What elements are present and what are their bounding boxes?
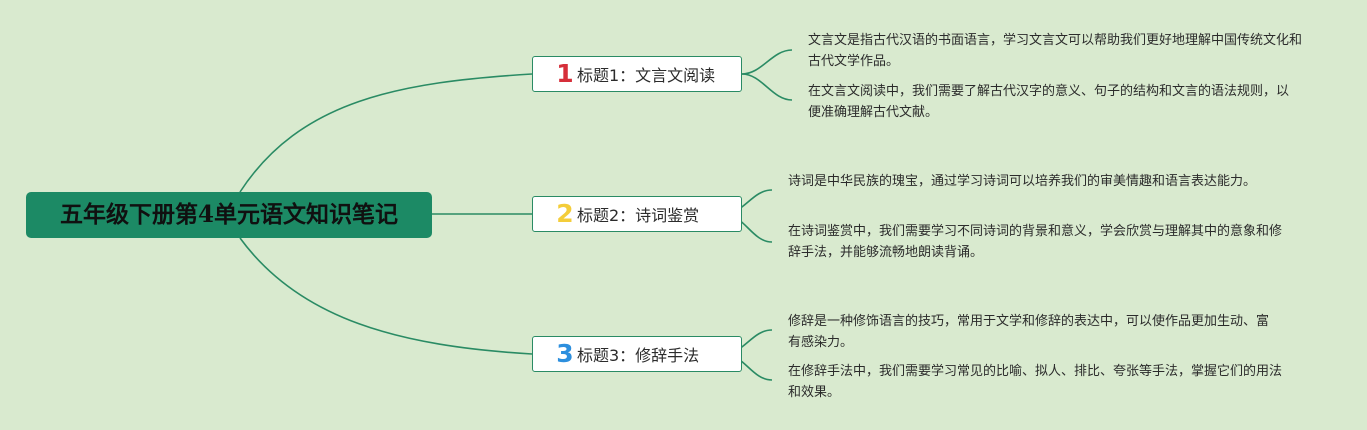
connector-root-topic-1: [239, 73, 533, 193]
topic-label-2: 标题2：诗词鉴赏: [577, 206, 700, 225]
topic-2-note-2: 在诗词鉴赏中，我们需要学习不同诗词的背景和意义，学会欣赏与理解其中的意象和修辞手…: [788, 224, 1283, 260]
topic-1-note-1: 文言文是指古代汉语的书面语言，学习文言文可以帮助我们更好地理解中国传统文化和古代…: [808, 33, 1303, 69]
connector-topic-1-note-2: [741, 73, 793, 101]
topic-label-1: 标题1：文言文阅读: [577, 66, 716, 85]
topic-number-1-badge: 1: [556, 59, 574, 88]
topic-3-note-1: 修辞是一种修饰语言的技巧，常用于文学和修辞的表达中，可以使作品更加生动、富有感染…: [788, 314, 1270, 350]
root-title: 五年级下册第4单元语文知识笔记: [59, 201, 398, 228]
topic-label-3: 标题3：修辞手法: [577, 346, 700, 365]
connector-root-topic-3: [239, 237, 533, 355]
topic-1-note-2: 在文言文阅读中，我们需要了解古代汉字的意义、句子的结构和文言的语法规则，以便准确…: [808, 84, 1290, 120]
topic-number-3-badge: 3: [556, 339, 574, 368]
root-node[interactable]: 五年级下册第4单元语文知识笔记: [26, 192, 432, 238]
topic-node-3[interactable]: 3 标题3：修辞手法: [532, 336, 742, 372]
topic-node-2[interactable]: 2 标题2：诗词鉴赏: [532, 196, 742, 232]
topic-2-note-1: 诗词是中华民族的瑰宝，通过学习诗词可以培养我们的审美情趣和语言表达能力。: [788, 174, 1257, 189]
topic-node-1[interactable]: 1 标题1：文言文阅读: [532, 56, 742, 92]
connector-topic-1-note-1: [741, 49, 793, 75]
topic-number-2-badge: 2: [556, 199, 574, 228]
topic-3-note-2: 在修辞手法中，我们需要学习常见的比喻、拟人、排比、夸张等手法，掌握它们的用法和效…: [788, 364, 1283, 400]
